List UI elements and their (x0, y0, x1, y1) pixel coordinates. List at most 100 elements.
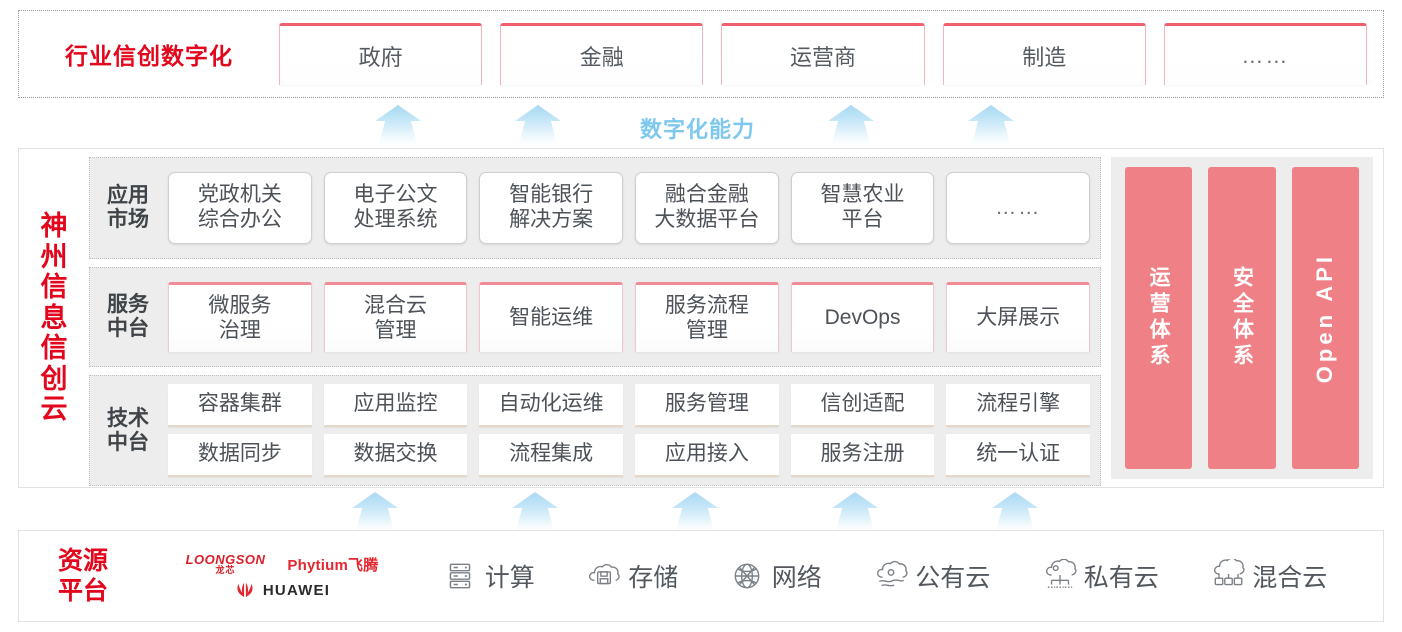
tech-cell-process-integration[interactable]: 流程集成 (479, 434, 624, 477)
industry-card-finance[interactable]: 金融 (500, 23, 704, 85)
svc-cell-microservice-governance[interactable]: 微服务治理 (168, 282, 312, 352)
platform-title-char-2: 州 (40, 241, 68, 272)
resource-arrow-1 (352, 492, 398, 532)
resource-arrow-5 (992, 492, 1038, 532)
resource-item-private-cloud[interactable]: 私有云 (1042, 558, 1159, 594)
resource-item-private-cloud-label: 私有云 (1083, 564, 1159, 592)
svc-cell-hybrid-cloud-mgmt[interactable]: 混合云管理 (323, 282, 468, 352)
platform-title-char-7: 云 (40, 394, 68, 425)
resource-item-public-cloud[interactable]: 公有云 (873, 558, 990, 594)
vendor-logo-row-bottom: HUAWEI (234, 581, 330, 599)
tech-cell-data-exchange[interactable]: 数据交换 (323, 434, 468, 477)
industry-card-list: 政府 金融 运营商 制造 …… (279, 23, 1383, 85)
side-bar-security-label: 安全体系 (1230, 266, 1254, 370)
platform-title-char-1: 神 (40, 211, 68, 242)
server-icon (443, 559, 477, 593)
resource-item-network[interactable]: 网络 (730, 558, 822, 594)
industry-card-manufacturing[interactable]: 制造 (942, 23, 1146, 85)
resource-item-storage[interactable]: 存储 (586, 558, 678, 594)
svc-cell-devops[interactable]: DevOps (790, 282, 935, 352)
svc-cell-text: 微服务治理 (208, 293, 272, 342)
row-label-service-platform: 服务 中台 (100, 293, 156, 341)
resource-title-line2: 平台 (57, 577, 108, 605)
svc-cell-bigscreen-display[interactable]: 大屏展示 (946, 282, 1091, 352)
side-bar-open-api-label: Open API (1312, 252, 1338, 384)
row-label-tech-platform: 技术 中台 (100, 407, 156, 455)
phytium-logo: Phytium飞腾 (287, 556, 379, 574)
app-cell-smart-bank[interactable]: 智能银行解决方案 (479, 172, 624, 244)
tech-subrow-bottom: 数据同步 数据交换 流程集成 应用接入 服务注册 统一认证 (168, 434, 1091, 477)
app-cell-text: 融合金融大数据平台 (654, 183, 760, 231)
tech-cell-data-sync[interactable]: 数据同步 (168, 434, 312, 477)
vendor-logo-group: LOONGSON 龙芯 Phytium飞腾 HUAWEI (147, 553, 417, 599)
svc-cell-text: 混合云管理 (364, 293, 427, 342)
service-platform-cells: 微服务治理 混合云管理 智能运维 服务流程管理 DevOps 大屏展示 (168, 276, 1091, 358)
resource-title-line1: 资源 (57, 547, 108, 575)
tech-cell-unified-auth[interactable]: 统一认证 (946, 434, 1091, 477)
side-bar-operations-label: 运营体系 (1147, 266, 1171, 370)
resource-platform: 资源 平台 LOONGSON 龙芯 Phytium飞腾 (18, 530, 1384, 622)
capability-label: 数字化能力 (640, 117, 756, 142)
row-tech-platform: 技术 中台 容器集群 应用监控 自动化运维 服务管理 信创适配 流程引擎 (89, 375, 1101, 486)
svc-cell-intelligent-ops[interactable]: 智能运维 (479, 282, 624, 352)
tech-cell-app-monitoring[interactable]: 应用监控 (323, 384, 468, 427)
private-cloud-icon (1042, 558, 1077, 593)
industry-band-title: 行业信创数字化 (65, 43, 233, 69)
industry-card-government[interactable]: 政府 (279, 23, 483, 85)
platform-rows: 应用 市场 党政机关综合办公 电子公文处理系统 智能银行解决方案 (89, 157, 1101, 486)
row-label-application-market: 应用 市场 (100, 184, 156, 232)
tech-cell-process-engine[interactable]: 流程引擎 (946, 384, 1091, 427)
resource-item-storage-label: 存储 (628, 564, 679, 592)
tech-platform-cells: 容器集群 应用监控 自动化运维 服务管理 信创适配 流程引擎 数据同步 数据交换… (168, 384, 1091, 477)
huawei-petal-icon (234, 581, 256, 599)
platform-title-char-4: 息 (40, 302, 68, 333)
loongson-logo: LOONGSON 龙芯 (186, 553, 266, 575)
resource-item-compute-label: 计算 (484, 564, 535, 592)
tech-cell-service-registry[interactable]: 服务注册 (790, 434, 935, 477)
network-globe-icon (730, 559, 764, 593)
tech-cell-container-cluster[interactable]: 容器集群 (168, 384, 312, 427)
platform-container: 神 州 信 息 信 创 云 应用 市场 党政机关综合办公 (18, 148, 1384, 488)
app-cell-more[interactable]: …… (946, 172, 1091, 244)
platform-title-char-6: 创 (40, 363, 68, 394)
row-label-line2: 市场 (107, 208, 149, 231)
tech-cell-service-mgmt[interactable]: 服务管理 (635, 384, 779, 427)
resource-item-compute[interactable]: 计算 (443, 558, 535, 594)
resource-item-network-label: 网络 (771, 564, 822, 592)
svc-cell-service-process-mgmt[interactable]: 服务流程管理 (635, 282, 779, 352)
industry-card-more[interactable]: …… (1163, 23, 1368, 85)
app-cell-edoc-system[interactable]: 电子公文处理系统 (323, 172, 468, 244)
hybrid-cloud-icon (1210, 557, 1245, 593)
huawei-logo: HUAWEI (234, 581, 330, 599)
row-label-line1: 服务 (107, 293, 149, 317)
platform-title-char-5: 信 (40, 333, 68, 364)
tech-subrow-top: 容器集群 应用监控 自动化运维 服务管理 信创适配 流程引擎 (168, 384, 1091, 427)
side-bar-security[interactable]: 安全体系 (1208, 167, 1276, 469)
svc-cell-text: 服务流程管理 (664, 293, 749, 342)
platform-title-char-3: 信 (40, 272, 68, 303)
industry-band: 行业信创数字化 政府 金融 运营商 制造 …… (18, 10, 1384, 98)
resource-item-hybrid-cloud-label: 混合云 (1252, 564, 1328, 592)
app-cell-government-office[interactable]: 党政机关综合办公 (168, 172, 312, 244)
side-bar-open-api[interactable]: Open API (1291, 167, 1359, 469)
app-cell-text: 智慧农业平台 (820, 183, 905, 231)
app-cell-finance-bigdata[interactable]: 融合金融大数据平台 (635, 172, 779, 244)
industry-card-carrier[interactable]: 运营商 (721, 23, 925, 85)
resource-arrow-3 (672, 492, 718, 532)
resource-platform-title: 资源 平台 (19, 546, 147, 606)
resource-arrow-4 (832, 492, 878, 532)
tech-cell-automated-ops[interactable]: 自动化运维 (479, 384, 624, 427)
app-cell-smart-agriculture[interactable]: 智慧农业平台 (790, 172, 935, 244)
tech-cell-app-access[interactable]: 应用接入 (635, 434, 779, 477)
resource-item-hybrid-cloud[interactable]: 混合云 (1210, 557, 1328, 594)
loongson-logo-en: LOONGSON (185, 552, 266, 567)
loongson-logo-cn: 龙芯 (215, 565, 236, 575)
resource-arrow-2 (512, 492, 558, 532)
app-cell-text: 智能银行解决方案 (509, 183, 594, 231)
side-bar-operations[interactable]: 运营体系 (1125, 167, 1193, 469)
row-application-market: 应用 市场 党政机关综合办公 电子公文处理系统 智能银行解决方案 (89, 157, 1101, 259)
app-cell-text: 党政机关综合办公 (197, 183, 282, 231)
tech-cell-xinchuang-adaptation[interactable]: 信创适配 (790, 384, 935, 427)
vendor-logo-row-top: LOONGSON 龙芯 Phytium飞腾 (186, 553, 379, 575)
